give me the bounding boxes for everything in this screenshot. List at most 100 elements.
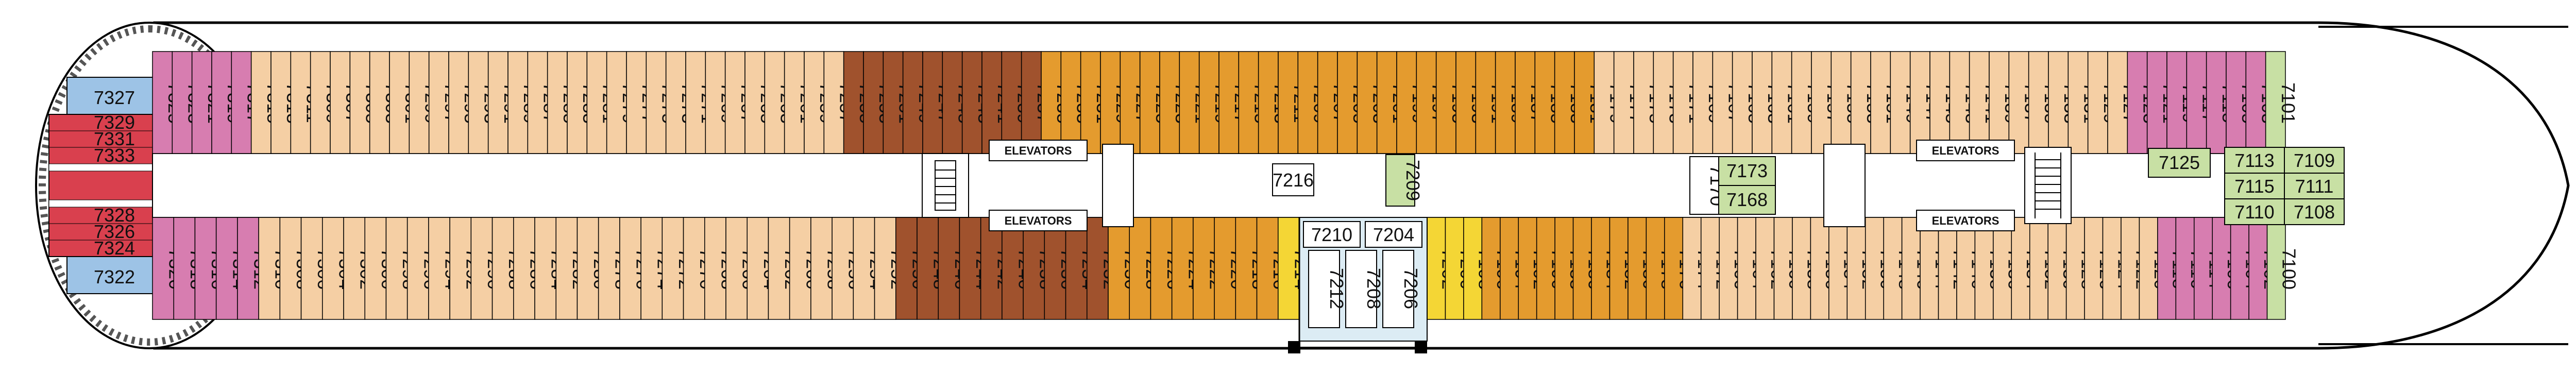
cabin[interactable]	[1732, 51, 1753, 154]
cabin[interactable]	[1901, 217, 1921, 320]
cabin[interactable]	[1416, 51, 1437, 154]
cabin[interactable]	[310, 51, 331, 154]
cabin[interactable]	[1771, 51, 1792, 154]
service-cabin[interactable]	[1308, 250, 1340, 328]
cabin[interactable]	[2206, 51, 2227, 154]
cabin[interactable]	[980, 217, 1003, 320]
cabin[interactable]	[662, 217, 684, 320]
cabin[interactable]	[1810, 217, 1829, 320]
cabin[interactable]	[468, 51, 489, 154]
cabin[interactable]	[1883, 217, 1903, 320]
interior-cabin[interactable]	[1718, 185, 1776, 215]
cabin[interactable]	[810, 217, 833, 320]
cabin[interactable]	[2230, 217, 2249, 320]
cabin[interactable]	[152, 51, 173, 154]
cabin[interactable]	[2065, 217, 2085, 320]
cabin[interactable]	[1214, 217, 1236, 320]
cabin[interactable]	[1591, 217, 1611, 320]
cabin[interactable]	[1846, 217, 1866, 320]
cabin[interactable]	[823, 51, 844, 154]
cabin[interactable]	[1536, 217, 1555, 320]
interior-cabin[interactable]	[1272, 163, 1314, 196]
cabin[interactable]	[1065, 217, 1088, 320]
cabin[interactable]	[747, 217, 769, 320]
cabin[interactable]	[349, 51, 370, 154]
cabin[interactable]	[1672, 51, 1693, 154]
interior-cabin[interactable]	[2284, 173, 2345, 199]
cabin[interactable]	[784, 51, 805, 154]
cabin[interactable]	[1574, 51, 1595, 154]
cabin[interactable]	[1171, 217, 1194, 320]
cabin[interactable]	[1317, 51, 1338, 154]
interior-cabin[interactable]	[2224, 173, 2285, 199]
cabin[interactable]	[1554, 51, 1575, 154]
cabin[interactable]	[705, 51, 726, 154]
cabin[interactable]	[152, 217, 174, 320]
cabin[interactable]	[1773, 217, 1793, 320]
interior-cabin[interactable]	[1385, 154, 1415, 207]
cabin[interactable]	[1087, 217, 1109, 320]
cabin[interactable]	[1989, 51, 2010, 154]
cabin[interactable]	[1792, 217, 1811, 320]
cabin[interactable]	[2194, 217, 2213, 320]
cabin[interactable]	[1235, 217, 1258, 320]
cabin[interactable]	[804, 51, 825, 154]
cabin[interactable]	[2008, 51, 2029, 154]
cabin[interactable]	[1752, 51, 1773, 154]
cabin[interactable]	[1664, 217, 1684, 320]
cabin[interactable]	[2212, 217, 2231, 320]
cabin[interactable]	[172, 51, 193, 154]
cabin[interactable]	[555, 217, 578, 320]
cabin[interactable]	[959, 217, 981, 320]
cabin[interactable]	[492, 217, 514, 320]
cabin[interactable]	[2127, 51, 2148, 154]
cabin[interactable]	[1755, 217, 1775, 320]
cabin[interactable]	[1515, 51, 1536, 154]
cabin[interactable]	[527, 51, 548, 154]
cabin[interactable]	[1258, 51, 1279, 154]
cabin[interactable]	[1001, 51, 1022, 154]
interior-cabin[interactable]	[1718, 156, 1776, 186]
cabin[interactable]	[487, 51, 509, 154]
cabin[interactable]	[1445, 217, 1464, 320]
cabin[interactable]	[547, 51, 568, 154]
cabin[interactable]	[1179, 51, 1200, 154]
cabin[interactable]	[1920, 217, 1939, 320]
cabin[interactable]	[1150, 217, 1173, 320]
cabin[interactable]	[2226, 51, 2247, 154]
cabin[interactable]	[2265, 51, 2286, 154]
cabin[interactable]	[768, 217, 790, 320]
cabin[interactable]	[981, 51, 1003, 154]
cabin[interactable]	[1193, 217, 1215, 320]
cabin[interactable]	[1870, 51, 1891, 154]
cabin[interactable]	[211, 51, 232, 154]
cabin[interactable]	[1692, 51, 1714, 154]
cabin[interactable]	[449, 217, 472, 320]
cabin[interactable]	[364, 217, 387, 320]
cabin[interactable]	[2175, 217, 2195, 320]
cabin[interactable]	[1909, 51, 1930, 154]
cabin[interactable]	[343, 217, 365, 320]
interior-cabin[interactable]	[2148, 148, 2211, 178]
cabin[interactable]	[513, 217, 535, 320]
cabin[interactable]	[961, 51, 982, 154]
cabin[interactable]	[1646, 217, 1665, 320]
cabin[interactable]	[1080, 51, 1101, 154]
cabin[interactable]	[1949, 51, 1970, 154]
cabin[interactable]	[1238, 51, 1259, 154]
cabin[interactable]	[1865, 217, 1884, 320]
cabin[interactable]	[1594, 51, 1615, 154]
cabin[interactable]	[1023, 217, 1045, 320]
cabin[interactable]	[640, 217, 663, 320]
aft-cabin-shape[interactable]	[66, 256, 160, 294]
cabin[interactable]	[1682, 217, 1702, 320]
cabin[interactable]	[1737, 217, 1756, 320]
interior-cabin[interactable]	[2284, 147, 2345, 174]
cabin[interactable]	[874, 217, 896, 320]
cabin[interactable]	[2186, 51, 2207, 154]
interior-cabin[interactable]	[2224, 198, 2285, 225]
cabin[interactable]	[1609, 217, 1629, 320]
cabin[interactable]	[704, 217, 726, 320]
cabin[interactable]	[1278, 217, 1300, 320]
cabin[interactable]	[1956, 217, 1976, 320]
